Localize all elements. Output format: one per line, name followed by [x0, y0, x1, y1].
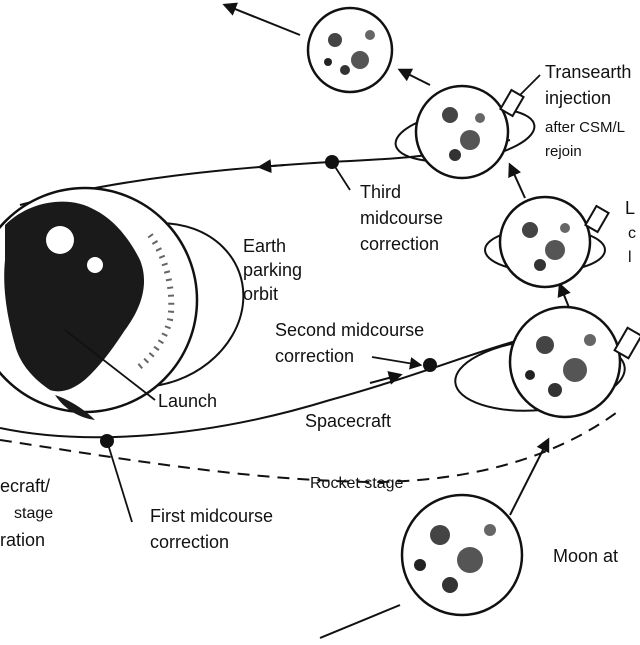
arrow-top-exit [222, 2, 301, 36]
earth-landmass-2 [55, 395, 95, 420]
first-label-2: correction [150, 532, 229, 552]
spacecraft-trajectory [0, 339, 521, 439]
spacecraft-label: Spacecraft [305, 411, 391, 431]
arrow-moon3-to-moon2 [508, 162, 526, 199]
transearth-label-3: after CSM/L [545, 119, 625, 136]
third-label-3: correction [360, 234, 439, 254]
third-label-1: Third [360, 182, 401, 202]
moon-at-label: Moon at [553, 546, 618, 566]
arrow-return-direction [257, 159, 286, 174]
transearth-label-4: rejoin [545, 143, 582, 160]
leader-lines [64, 74, 541, 523]
separation-label-1: ecraft/ [0, 476, 50, 496]
moon-2 [414, 84, 525, 180]
earth-orbit-label-2: parking [243, 260, 302, 280]
launch-label: Launch [158, 391, 217, 411]
earth [0, 186, 199, 420]
second-midcourse-point [423, 358, 437, 372]
transearth-label-1: Transearth [545, 62, 631, 82]
transearth-label-2: injection [545, 88, 611, 108]
leader-launch [64, 329, 156, 401]
arrow-moon4-to-moon3 [557, 282, 571, 311]
earth-orbit-label-3: orbit [243, 284, 278, 304]
moon-5 [400, 493, 524, 617]
leader-transearth [519, 74, 541, 96]
arrow-moon5-to-moon4 [509, 437, 550, 516]
earth-orbit-label-1: Earth [243, 236, 286, 256]
first-label-1: First midcourse [150, 506, 273, 526]
arrow-moon2-to-moon1 [397, 68, 431, 86]
leader-first [106, 440, 133, 523]
separation-label-3: ration [0, 530, 45, 550]
direction-arrows [222, 2, 571, 639]
third-label-2: midcourse [360, 208, 443, 228]
leader-second [371, 356, 423, 370]
cut-label-1: L [625, 198, 635, 218]
moon-1 [306, 6, 394, 94]
arrow-spacecraft-direction [369, 371, 403, 385]
arrow-bottom-entry [319, 604, 401, 639]
cut-label-3: l [628, 249, 632, 266]
rocket-stage-label: Rocket stage [310, 475, 403, 492]
cut-label-2: c [628, 225, 636, 242]
labels: Transearth injection after CSM/L rejoin … [0, 62, 636, 566]
second-label-1: Second midcourse [275, 320, 424, 340]
rocket-stage-trajectory [0, 409, 621, 484]
earth-landmass [4, 201, 145, 392]
second-label-2: correction [275, 346, 354, 366]
moon-3 [498, 195, 610, 289]
moon-4 [508, 305, 640, 419]
separation-label-2: stage [14, 505, 53, 522]
leader-third [331, 161, 351, 191]
